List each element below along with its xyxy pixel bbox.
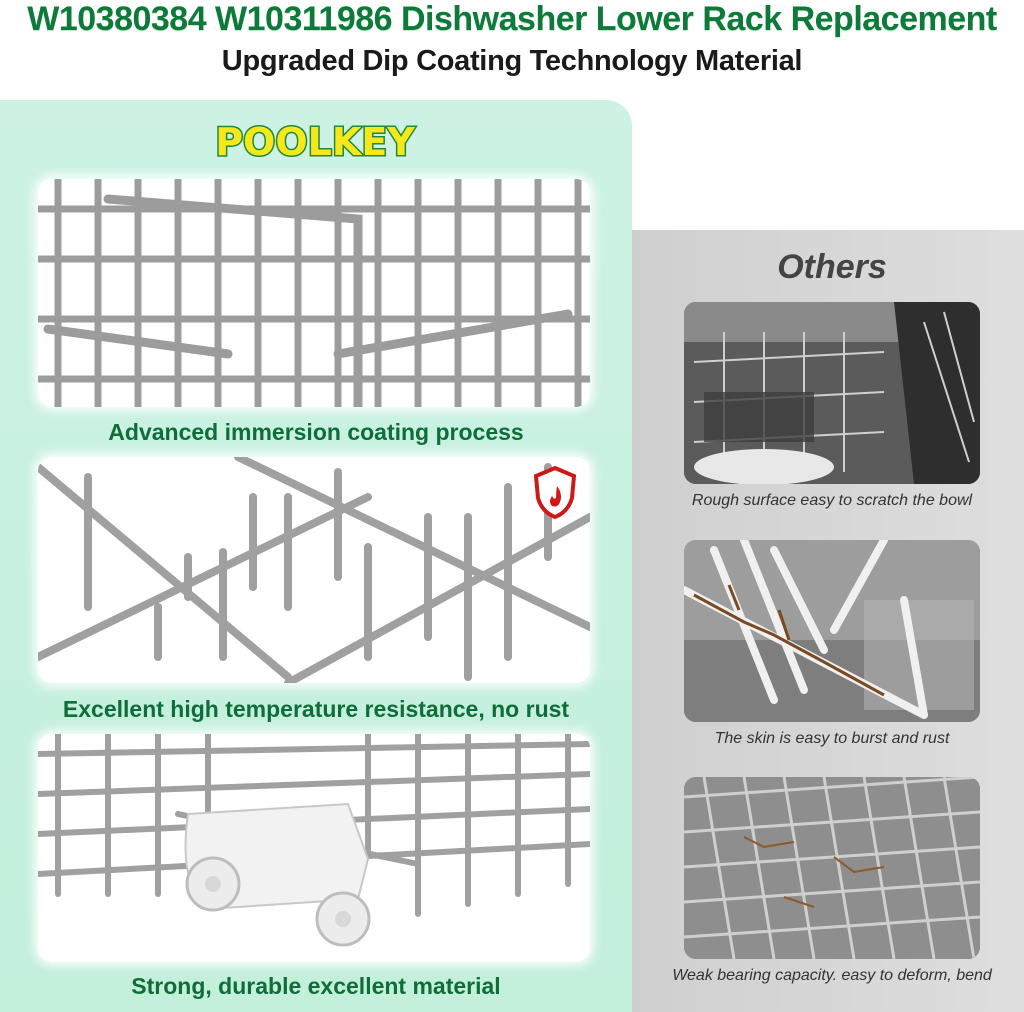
others-image-interior bbox=[684, 302, 980, 484]
others-image-rust bbox=[684, 540, 980, 722]
others-title: Others bbox=[777, 248, 887, 286]
rack-wires-illustration bbox=[38, 179, 590, 407]
page-title: W10380384 W10311986 Dishwasher Lower Rac… bbox=[27, 0, 997, 38]
feature-image-material bbox=[38, 734, 590, 962]
poolkey-logo: POOLKEY bbox=[205, 117, 425, 167]
rusted-tines-illustration bbox=[684, 540, 980, 722]
feature-caption-temperature: Excellent high temperature resistance, n… bbox=[62, 696, 570, 722]
heat-shield-icon bbox=[530, 464, 580, 520]
poolkey-logo-art: POOLKEY bbox=[214, 119, 417, 166]
brand-text: POOLKEY bbox=[215, 120, 415, 164]
others-caption-rough: Rough surface easy to scratch the bowl bbox=[691, 492, 973, 509]
feature-image-temperature bbox=[38, 457, 590, 683]
feature-caption-coating: Advanced immersion coating process bbox=[108, 419, 524, 445]
others-caption-burst: The skin is easy to burst and rust bbox=[714, 730, 950, 747]
rack-wheel-illustration bbox=[38, 734, 590, 947]
rusted-grid-illustration bbox=[684, 777, 980, 959]
feature-caption-material: Strong, durable excellent material bbox=[131, 973, 501, 999]
others-caption-deform: Weak bearing capacity. easy to deform, b… bbox=[672, 967, 992, 984]
others-image-deform bbox=[684, 777, 980, 959]
rack-wheel-part bbox=[184, 802, 371, 947]
dishwasher-interior-illustration bbox=[684, 302, 980, 484]
page-subtitle: Upgraded Dip Coating Technology Material bbox=[221, 45, 803, 77]
rack-tines-illustration bbox=[38, 457, 590, 683]
feature-image-coating bbox=[38, 179, 590, 407]
